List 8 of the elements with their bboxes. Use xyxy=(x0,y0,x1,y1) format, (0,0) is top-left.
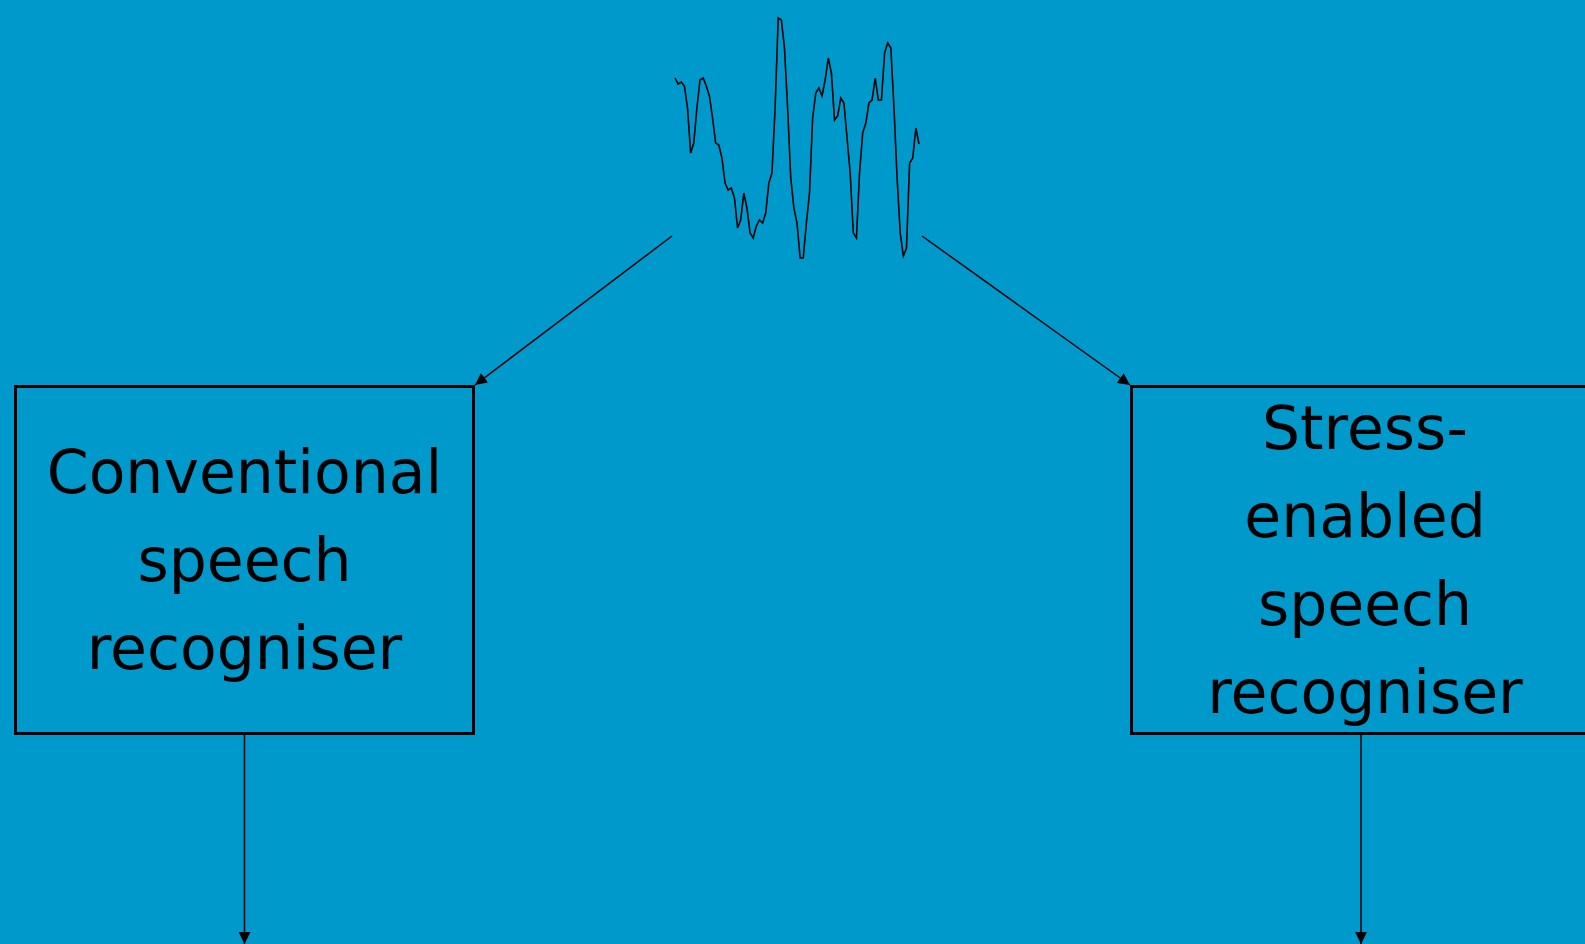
arrow xyxy=(1355,734,1367,944)
box-label: Conventional speech recogniser xyxy=(45,436,444,685)
process-box xyxy=(14,385,475,735)
arrow xyxy=(238,734,251,944)
arrow xyxy=(921,235,1131,386)
process-box xyxy=(1130,385,1585,735)
box-label: Stress-enabled speech recogniser xyxy=(1206,392,1524,729)
arrow xyxy=(474,235,673,386)
